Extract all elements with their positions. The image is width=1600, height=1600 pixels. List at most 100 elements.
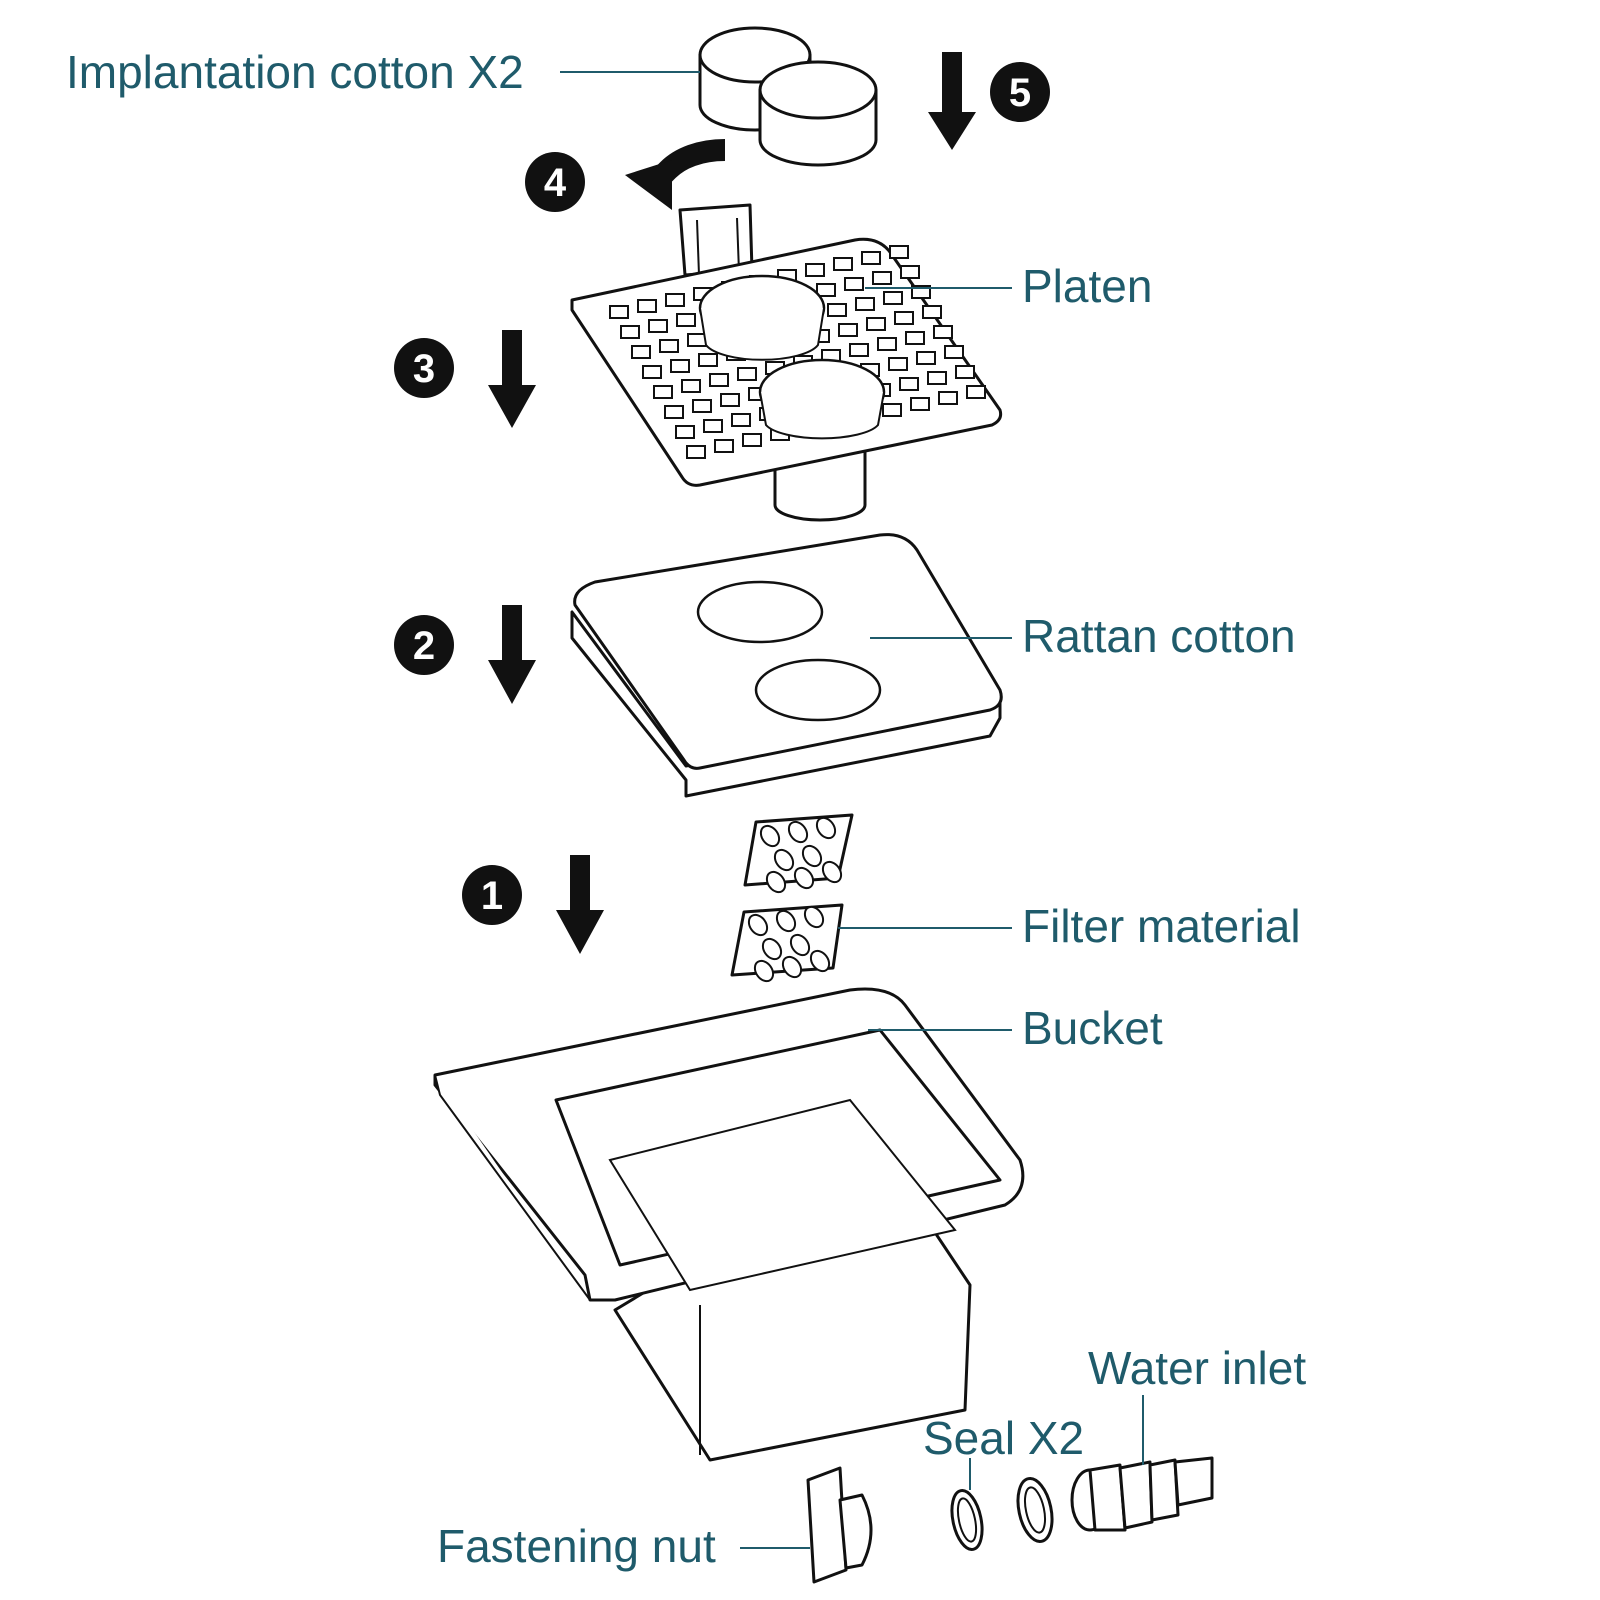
rattan-cotton-label: Rattan cotton: [1022, 610, 1296, 662]
platen-grid-cell: [933, 325, 953, 339]
filter-material-bag-lower: [730, 903, 844, 983]
platen-grid-cell: [861, 251, 881, 265]
seal-ring-1: [950, 1489, 984, 1551]
rattan-cotton-hole-lower: [754, 658, 882, 722]
platen-grid-cell: [816, 283, 836, 297]
filter-ring: [773, 848, 795, 872]
platen-grid-cell: [687, 333, 707, 347]
platen-grid-cell: [670, 359, 690, 373]
platen-grid-cell: [648, 319, 668, 333]
platen-cup-lower: [758, 358, 886, 440]
platen-grid-cell: [888, 357, 908, 371]
platen-grid-cell: [922, 305, 942, 319]
filter-ring: [821, 860, 843, 884]
platen-grid-cell: [703, 419, 723, 433]
step-4-lift-arrow: [625, 139, 726, 210]
platen-cup-upper: [698, 274, 826, 361]
platen-grid-cell: [866, 317, 886, 331]
platen-grid-cell: [883, 291, 903, 305]
platen-grid-cell: [849, 343, 869, 357]
step-1-down-arrow: [556, 855, 604, 954]
platen-grid-cell: [631, 345, 651, 359]
implantation-cotton-label: Implantation cotton X2: [66, 46, 524, 98]
platen-grid-cell: [889, 245, 909, 259]
platen-grid-cell: [827, 303, 847, 317]
filter-ring: [809, 949, 831, 973]
platen-grid-cell: [838, 323, 858, 337]
filter-ring: [775, 909, 797, 933]
platen-part: [570, 203, 1003, 522]
platen-grid-cell: [955, 365, 975, 379]
platen-grid-cell: [855, 297, 875, 311]
platen-grid-cell: [833, 257, 853, 271]
filter-ring: [789, 933, 811, 957]
rattan-cotton-hole-upper: [696, 580, 824, 644]
filter-ring: [803, 905, 825, 929]
platen-grid-cell: [665, 293, 685, 307]
platen-grid-cell: [637, 299, 657, 313]
platen-grid-cell: [938, 391, 958, 405]
step-2-number: 2: [413, 624, 435, 668]
platen-grid-cell: [609, 305, 629, 319]
step-5-badge: 5: [990, 62, 1050, 122]
step-4-number: 4: [544, 161, 567, 205]
step-3-badge: 3: [394, 338, 454, 398]
platen-grid-cell: [916, 351, 936, 365]
filter-ring: [781, 955, 803, 979]
platen-grid-cell: [944, 345, 964, 359]
platen-grid-cell: [742, 433, 762, 447]
step-1-number: 1: [481, 874, 503, 918]
step-2-down-arrow: [488, 605, 536, 704]
platen-grid-cell: [805, 263, 825, 277]
filter-material-bag-upper: [743, 813, 854, 894]
filter-ring: [787, 820, 809, 844]
filter-material-label: Filter material: [1022, 900, 1301, 952]
platen-grid-cell: [899, 377, 919, 391]
platen-grid-cell: [844, 277, 864, 291]
filter-ring: [793, 866, 815, 890]
filter-ring: [801, 844, 823, 868]
platen-grid-cell: [686, 445, 706, 459]
seal-label: Seal X2: [923, 1412, 1084, 1464]
platen-grid-cell: [927, 371, 947, 385]
platen-grid-cell: [675, 425, 695, 439]
platen-grid-cell: [698, 353, 718, 367]
step-3-down-arrow: [488, 330, 536, 428]
fastening-nut-label: Fastening nut: [437, 1520, 716, 1572]
platen-grid-cell: [642, 365, 662, 379]
platen-grid-cell: [900, 265, 920, 279]
seal-ring-2: [1016, 1477, 1054, 1543]
filter-ring: [753, 959, 775, 983]
implantation-cotton-parts: [698, 26, 878, 167]
filter-ring: [759, 824, 781, 848]
platen-grid-cell: [872, 271, 892, 285]
step-5-number: 5: [1009, 71, 1031, 115]
platen-grid-cell: [877, 337, 897, 351]
filter-ring: [761, 937, 783, 961]
platen-grid-cell: [692, 399, 712, 413]
platen-grid-cell: [720, 393, 740, 407]
platen-grid-cell: [731, 413, 751, 427]
fastening-nut-part: [806, 1466, 873, 1584]
platen-grid-cell: [659, 339, 679, 353]
platen-grid-cell: [664, 405, 684, 419]
water-inlet-label: Water inlet: [1088, 1342, 1306, 1394]
bucket-label: Bucket: [1022, 1002, 1163, 1054]
platen-grid-cell: [882, 403, 902, 417]
platen-grid-cell: [681, 379, 701, 393]
bucket-part: [433, 987, 1025, 1462]
platen-grid-cell: [653, 385, 673, 399]
rattan-cotton-part: [570, 533, 1003, 798]
step-1-badge: 1: [462, 865, 522, 925]
filter-ring: [747, 913, 769, 937]
platen-grid-cell: [905, 331, 925, 345]
platen-grid-cell: [709, 373, 729, 387]
filter-ring: [765, 870, 787, 894]
step-2-badge: 2: [394, 615, 454, 675]
platen-grid-cell: [676, 313, 696, 327]
filter-ring: [815, 816, 837, 840]
platen-grid-cell: [894, 311, 914, 325]
implantation-cotton-disc-front: [758, 60, 878, 167]
water-inlet-part: [1070, 1456, 1214, 1532]
